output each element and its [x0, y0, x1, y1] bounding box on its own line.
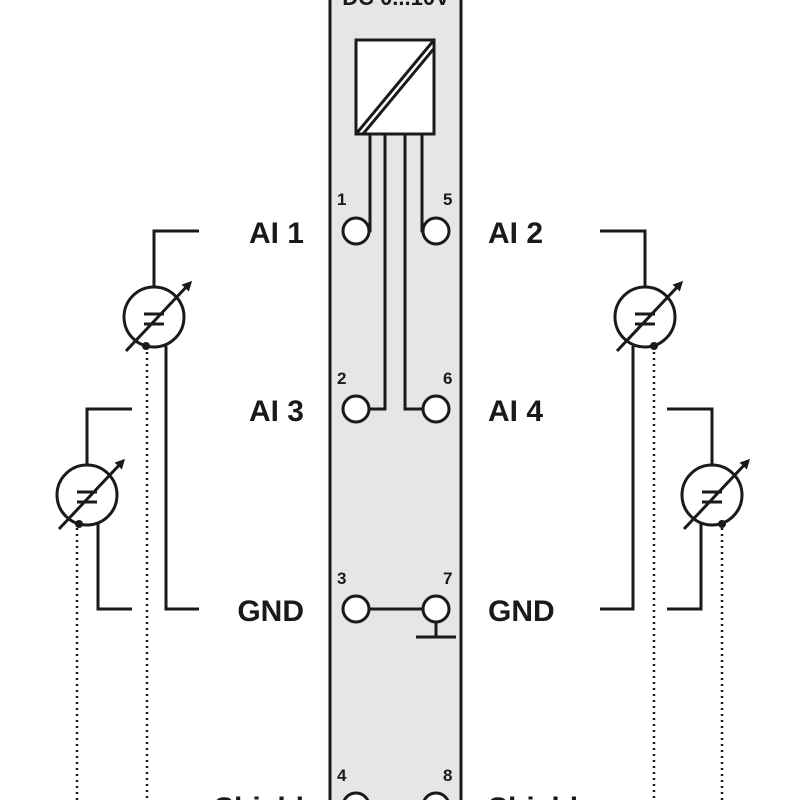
- terminal-number: 1: [337, 190, 346, 209]
- terminal-number: 2: [337, 369, 346, 388]
- terminal-number: 7: [443, 569, 452, 588]
- ground-icon: [416, 623, 456, 639]
- label-gnd-right: GND: [488, 595, 555, 628]
- module-header: DC 0...10V: [342, 0, 450, 10]
- variable-voltage-source-icon: [613, 280, 684, 353]
- terminal-number: 8: [443, 766, 452, 785]
- variable-voltage-source-icon: [680, 458, 751, 531]
- dc-converter-icon: [354, 38, 436, 136]
- external-wiring-right: [600, 229, 724, 800]
- terminal-3[interactable]: [341, 594, 371, 624]
- label-ai3: AI 3: [249, 395, 304, 428]
- label-ai2: AI 2: [488, 217, 543, 250]
- terminal-1[interactable]: [341, 216, 371, 246]
- terminal-number: 5: [443, 190, 452, 209]
- terminal-number: 6: [443, 369, 452, 388]
- terminal-4[interactable]: [342, 791, 370, 800]
- label-ai1: AI 1: [249, 217, 304, 250]
- label-shield-right: Shield: [488, 792, 578, 800]
- external-wiring-left: [75, 229, 199, 800]
- terminal-8[interactable]: [422, 791, 450, 800]
- terminal-6[interactable]: [421, 394, 451, 424]
- label-shield-left: Shield: [214, 792, 304, 800]
- variable-voltage-source-icon: [122, 280, 193, 353]
- terminal-number: 4: [337, 766, 347, 785]
- terminal-2[interactable]: [341, 394, 371, 424]
- label-ai4: AI 4: [488, 395, 543, 428]
- terminal-number: 3: [337, 569, 346, 588]
- variable-voltage-source-icon: [55, 458, 126, 531]
- terminal-7[interactable]: [421, 594, 451, 624]
- label-gnd-left: GND: [237, 595, 304, 628]
- terminal-5[interactable]: [421, 216, 451, 246]
